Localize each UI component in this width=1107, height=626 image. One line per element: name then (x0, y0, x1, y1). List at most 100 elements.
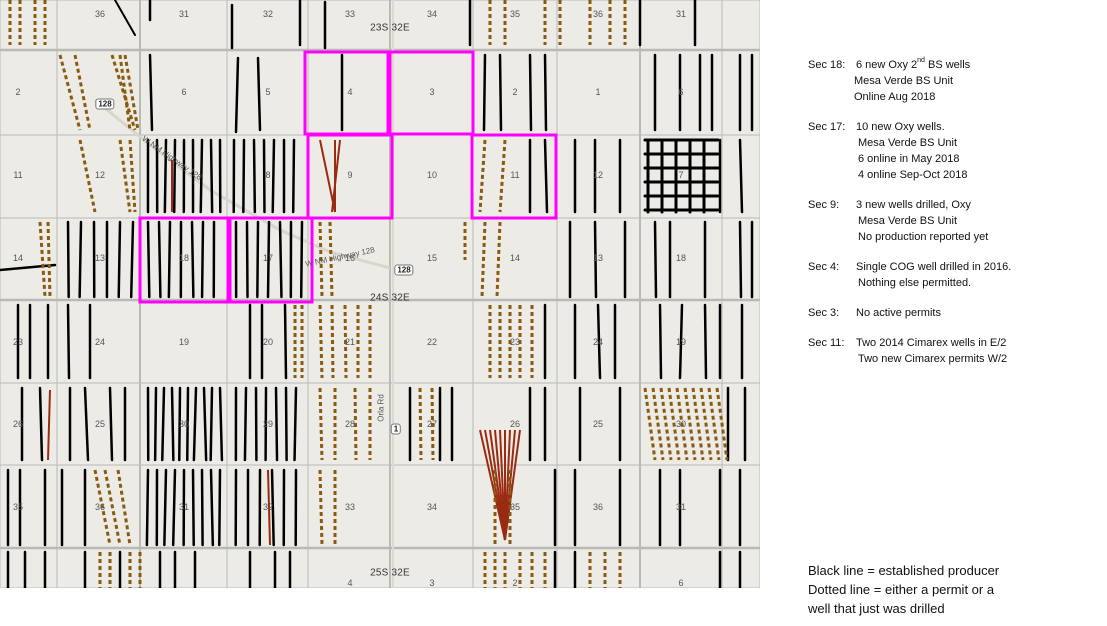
producer-well-line (146, 220, 151, 299)
permit-well-line (478, 139, 487, 213)
note-line: Nothing else permitted. (858, 277, 972, 289)
producer-well-line (172, 138, 177, 214)
note-first-line: Two 2014 Cimarex wells in E/2 (856, 337, 1007, 349)
section-number: 31 (675, 502, 687, 512)
permit-well-line (498, 139, 507, 213)
section-number: 28 (344, 419, 356, 429)
section-number: 4 (347, 578, 353, 588)
producer-well-line (167, 220, 172, 299)
producer-well-line (218, 386, 224, 462)
permit-well-line (318, 469, 324, 546)
section-number: 14 (509, 253, 521, 263)
producer-well-line (66, 303, 71, 380)
producer-well-line (0, 263, 57, 272)
permit-well-line (103, 469, 122, 546)
producer-well-line (209, 468, 215, 547)
section-number: 36 (94, 9, 106, 19)
section-number: 7 (678, 170, 684, 180)
section-notes: Sec 18:6 new Oxy 2nd BS wells Mesa Verde… (808, 57, 1098, 381)
section-number: 11 (13, 170, 23, 180)
note-line: 6 online in May 2018 (858, 153, 960, 165)
producer-well-line (543, 138, 549, 214)
section-number: 20 (262, 337, 274, 347)
permit-well-line (495, 221, 502, 298)
producer-well-line (192, 386, 198, 462)
section-number: 35 (12, 502, 24, 512)
section-number: 12 (94, 170, 106, 180)
permit-well-line (659, 387, 673, 461)
section-number: 6 (678, 578, 684, 588)
producer-well-line (209, 138, 214, 214)
section-number: 36 (592, 502, 604, 512)
section-number: 30 (675, 419, 687, 429)
section-number: 23 (12, 337, 24, 347)
permit-well-line (715, 387, 729, 461)
section-number: 31 (178, 9, 190, 19)
note-line: No production reported yet (858, 231, 989, 243)
highlight-section-11 (470, 133, 558, 220)
permit-well-line (128, 139, 137, 213)
section-number: 19 (178, 337, 190, 347)
note-first-line: No active permits (856, 307, 941, 319)
permit-well-line (78, 139, 97, 213)
section-number: 4 (347, 87, 353, 97)
highlight-section-17 (228, 216, 314, 304)
producer-well-line (243, 386, 248, 462)
section-number: 18 (178, 253, 190, 263)
producer-well-line (117, 220, 122, 299)
section-number: 31 (675, 9, 687, 19)
section-number: 8 (265, 170, 271, 180)
legend-dotted-line: Dotted line = either a permit or a (808, 582, 995, 597)
highway-shield-128-west: 128 (95, 98, 115, 110)
permit-well-line (93, 469, 112, 546)
note-head: Sec 9: (808, 199, 840, 211)
producer-well-line (252, 138, 257, 214)
section-number: 16 (344, 253, 356, 263)
section-number: 32 (262, 502, 274, 512)
note-line: Mesa Verde BS Unit (854, 75, 954, 87)
producer-well-line (66, 220, 70, 299)
note-line: Mesa Verde BS Unit (858, 137, 958, 149)
note-head: Sec 18: (808, 59, 846, 71)
highway-shield-128-east: 128 (394, 264, 414, 276)
producer-well-line (200, 220, 205, 299)
section-number: 36 (94, 502, 106, 512)
producer-well-line (274, 386, 279, 462)
permit-well-line (667, 387, 681, 461)
permit-well-line (38, 221, 47, 298)
permit-well-line (707, 387, 721, 461)
road-label-orla-rd: Orla Rd (376, 394, 386, 422)
section-number: 34 (426, 502, 438, 512)
permit-well-line (116, 469, 132, 546)
section-number: 17 (262, 253, 274, 263)
section-number: 13 (592, 253, 604, 263)
producer-well-line (653, 220, 658, 299)
section-number: 5 (265, 87, 271, 97)
note-first-line: Single COG well drilled in 2016. (856, 261, 1012, 273)
highlight-section-18 (138, 216, 230, 304)
producer-well-line (129, 220, 135, 299)
note-first-line: 10 new Oxy wells. (856, 121, 945, 133)
township-label-25s: 25S 32E (370, 567, 410, 579)
section-number: 2 (512, 87, 518, 97)
section-number: 36 (592, 9, 604, 19)
section-number: 26 (509, 419, 521, 429)
section-number: 35 (509, 502, 521, 512)
producer-well-line (256, 56, 262, 132)
section-number: 15 (426, 253, 438, 263)
section-number: 24 (592, 337, 604, 347)
permit-well-line (73, 54, 92, 131)
producer-well-line (163, 138, 168, 214)
highway-128-road (94, 98, 391, 270)
producer-well-line (38, 386, 44, 462)
township-label-23s: 23S 32E (370, 22, 410, 34)
permit-well-line (118, 54, 132, 131)
producer-well-line (658, 303, 663, 380)
section-number: 30 (178, 419, 190, 429)
section-number: 6 (678, 87, 684, 97)
section-number: 11 (510, 170, 520, 180)
note-sec-4: Sec 4:Single COG well drilled in 2016. N… (808, 259, 1098, 291)
permit-well-line (47, 389, 51, 461)
producer-well-line (145, 468, 150, 547)
